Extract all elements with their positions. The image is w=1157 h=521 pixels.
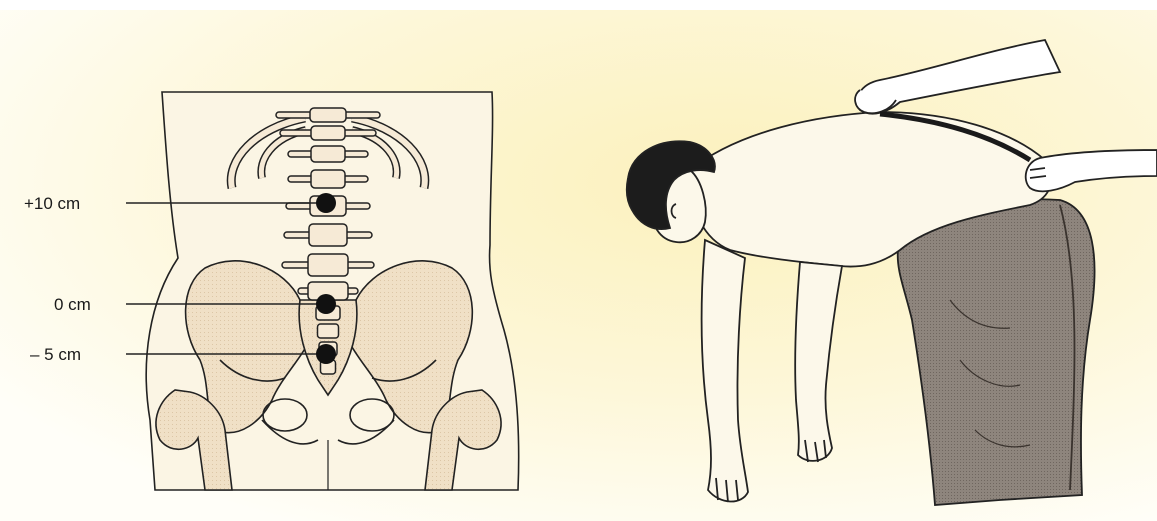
marker-label-zero: 0 cm bbox=[54, 296, 91, 313]
marker-label-minus5: – 5 cm bbox=[30, 346, 81, 363]
marker-label-plus10: +10 cm bbox=[24, 195, 80, 212]
